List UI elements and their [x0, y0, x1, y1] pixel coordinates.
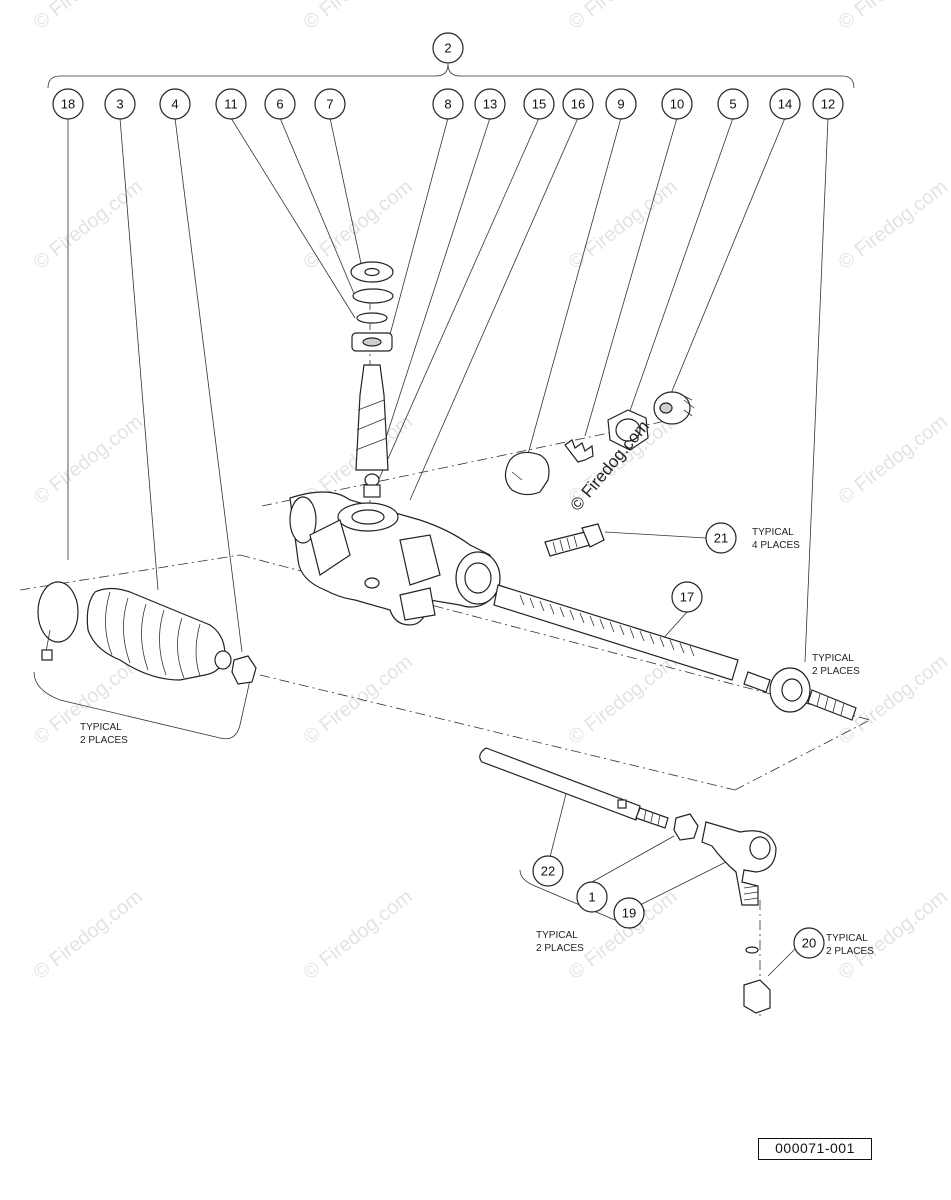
- part-10-spring: [564, 439, 594, 463]
- callout-label: 1: [588, 890, 595, 905]
- callout-label: 14: [778, 97, 792, 112]
- watermark: © Firedog.com: [835, 411, 951, 509]
- callout-label: 2: [444, 41, 451, 56]
- callout-4: 4: [159, 88, 191, 120]
- callout-label: 21: [714, 531, 728, 546]
- tie-rod-assembly: [479, 747, 777, 1014]
- watermark: © Firedog.com: [565, 651, 682, 749]
- note-22-line1: TYPICAL: [536, 930, 578, 941]
- callout-label: 20: [802, 936, 816, 951]
- callout-label: 9: [617, 97, 624, 112]
- note-22-line2: 2 PLACES: [536, 943, 584, 954]
- callout-label: 18: [61, 97, 75, 112]
- callout-14: 14: [769, 88, 801, 120]
- part-22-tie-rod: [479, 747, 641, 821]
- part-15-ball: [364, 473, 380, 487]
- callout-label: 19: [622, 906, 636, 921]
- part-11-ring: [356, 312, 388, 324]
- callout-17: 17: [671, 581, 703, 613]
- callout-18: 18: [52, 88, 84, 120]
- callout-label: 5: [729, 97, 736, 112]
- callout-label: 16: [571, 97, 585, 112]
- callout-label: 17: [680, 590, 694, 605]
- part-19-outer-tie-rod-end: [701, 821, 777, 906]
- callout-5: 5: [717, 88, 749, 120]
- callout-label: 13: [483, 97, 497, 112]
- callout-label: 8: [444, 97, 451, 112]
- callout-label: 3: [116, 97, 123, 112]
- watermark: © Firedog.com: [300, 886, 417, 984]
- part-13-pinion: [355, 364, 389, 471]
- watermark: © Firedog.com: [30, 176, 147, 274]
- callout-label: 7: [326, 97, 333, 112]
- note-21-line1: TYPICAL: [752, 527, 794, 538]
- watermark: © Firedog.com: [835, 176, 951, 274]
- watermark: © Firedog.com: [30, 411, 147, 509]
- part-3-boot: [86, 587, 226, 681]
- callout-label: 22: [541, 864, 555, 879]
- part-4-jam-nut: [231, 655, 257, 685]
- callout-label: 10: [670, 97, 684, 112]
- watermark: © Firedog.com: [300, 0, 417, 34]
- part-20-nut: [743, 979, 771, 1014]
- watermark: © Firedog.com: [835, 0, 951, 34]
- callout-20: 20: [793, 927, 825, 959]
- boot-assembly: [37, 581, 257, 685]
- callout-label: 6: [276, 97, 283, 112]
- watermark: © Firedog.com: [565, 0, 682, 34]
- assembly-bracket: [47, 63, 855, 89]
- callout-19: 19: [613, 897, 645, 929]
- note-20-line1: TYPICAL: [826, 933, 868, 944]
- callout-21: 21: [705, 522, 737, 554]
- watermark: © Firedog.com: [300, 651, 417, 749]
- part-21-bolt: [544, 523, 605, 557]
- note-boot-line2: 2 PLACES: [80, 735, 128, 746]
- callout-label: 4: [171, 97, 178, 112]
- watermark: © Firedog.com: [30, 0, 147, 34]
- callout-3: 3: [104, 88, 136, 120]
- callout-2: 2: [432, 32, 464, 64]
- boot-bracket: [33, 671, 251, 740]
- part-9-yoke: [504, 451, 550, 496]
- part-20-washer: [745, 946, 759, 954]
- note-12-line2: 2 PLACES: [812, 666, 860, 677]
- figure-code: 000071-001: [758, 1138, 872, 1160]
- note-12-line1: TYPICAL: [812, 653, 854, 664]
- callout-8: 8: [432, 88, 464, 120]
- note-21-line2: 4 PLACES: [752, 540, 800, 551]
- callout-13: 13: [474, 88, 506, 120]
- callout-7: 7: [314, 88, 346, 120]
- watermark-layer: © Firedog.com © Firedog.com © Firedog.co…: [30, 0, 951, 984]
- part-17-rack: [493, 584, 739, 681]
- part-6-washer: [352, 288, 394, 304]
- callout-16: 16: [562, 88, 594, 120]
- notes: TYPICAL 4 PLACES TYPICAL 2 PLACES TYPICA…: [80, 527, 874, 957]
- callout-22: 22: [532, 855, 564, 887]
- watermark: © Firedog.com: [30, 886, 147, 984]
- callout-label: 11: [224, 97, 238, 112]
- rack-housing: [289, 491, 501, 626]
- callout-6: 6: [264, 88, 296, 120]
- part-12-inner-tie-rod: [743, 667, 857, 721]
- watermark: © Firedog.com: [300, 176, 417, 274]
- pinion-stack: [350, 261, 394, 498]
- callout-label: 12: [821, 97, 835, 112]
- note-boot-line1: TYPICAL: [80, 722, 122, 733]
- callout-9: 9: [605, 88, 637, 120]
- callout-label: 15: [532, 97, 546, 112]
- callout-12: 12: [812, 88, 844, 120]
- part-1-jam-nut: [673, 813, 699, 841]
- part-18-clamp: [37, 581, 79, 643]
- yoke-parts: [504, 391, 695, 496]
- callout-15: 15: [523, 88, 555, 120]
- callout-1: 1: [576, 881, 608, 913]
- note-20-line2: 2 PLACES: [826, 946, 874, 957]
- part-16-pin: [363, 484, 381, 498]
- callout-10: 10: [661, 88, 693, 120]
- callout-11: 11: [215, 88, 247, 120]
